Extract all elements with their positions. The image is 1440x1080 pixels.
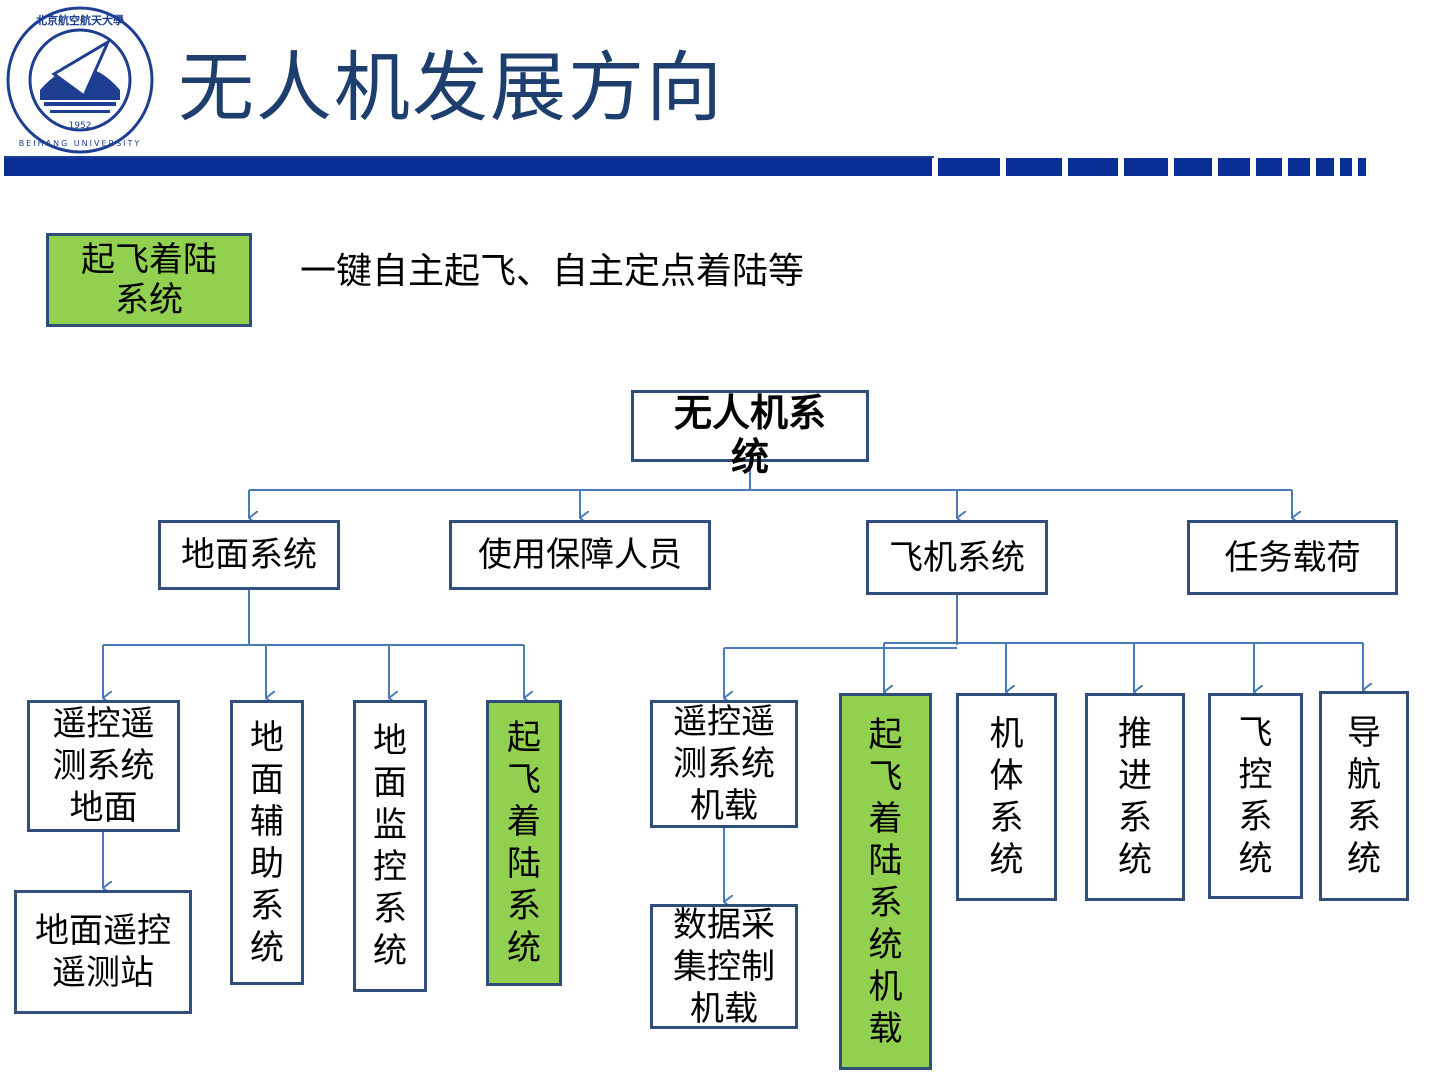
node-char: 控: [373, 847, 407, 887]
node-char: 统: [507, 928, 541, 968]
node-char: 系: [989, 798, 1024, 838]
callout-line: 起飞着陆: [81, 240, 217, 280]
node-char: 着: [868, 798, 903, 839]
callout-description: 一键自主起飞、自主定点着陆等: [300, 251, 805, 292]
callout-takeoff-landing-box: 起飞着陆 系统: [46, 233, 252, 327]
node-mission-payload: 任务载荷: [1187, 520, 1398, 595]
node-line: 遥测站: [52, 953, 154, 993]
node-tt-system-ground: 遥控遥 测系统 地面: [27, 700, 180, 832]
root-node-line: 无人机系: [673, 391, 826, 435]
node-line: 遥控遥: [673, 702, 775, 742]
node-char: 统: [373, 931, 407, 971]
rule-segment: [938, 158, 1000, 176]
node-ground-monitor-system: 地 面 监 控 系 统: [353, 700, 427, 992]
node-char: 统: [989, 840, 1024, 880]
rule-segment: [1340, 158, 1352, 176]
node-char: 系: [250, 885, 284, 926]
node-char: 统: [1238, 839, 1273, 879]
node-line: 测系统: [52, 746, 155, 786]
node-char: 航: [1347, 755, 1381, 795]
rule-segment: [1288, 158, 1310, 176]
rule-segment: [1256, 158, 1282, 176]
node-char: 地: [373, 721, 407, 761]
node-char: 辅: [250, 801, 284, 842]
node-char: 地: [250, 717, 284, 758]
node-char: 系: [373, 889, 407, 929]
node-char: 系: [1238, 797, 1273, 837]
root-node-line: 统: [730, 435, 769, 479]
node-flight-control-system: 飞 控 系 统: [1208, 693, 1303, 899]
rule-segment: [1006, 158, 1062, 176]
logo-text-top: 北京航空航天大學: [36, 13, 124, 27]
node-line: 机载: [690, 786, 758, 826]
title-rule-bar: [4, 158, 932, 176]
node-char: 系: [868, 882, 903, 923]
node-char: 陆: [507, 844, 541, 884]
node-char: 统: [868, 924, 903, 965]
node-navigation-system: 导 航 系 统: [1319, 691, 1409, 901]
node-support-personnel: 使用保障人员: [449, 520, 711, 590]
node-ground-aux-system: 地 面 辅 助 系 统: [230, 700, 304, 985]
node-takeoff-landing-ground: 起 飞 着 陆 系 统: [486, 700, 562, 986]
node-line: 集控制: [673, 946, 775, 987]
rule-segment: [1316, 158, 1334, 176]
callout-line: 系统: [115, 280, 183, 320]
node-char: 载: [868, 1008, 903, 1049]
node-airframe-system: 机 体 系 统: [956, 693, 1057, 901]
node-char: 陆: [868, 840, 903, 881]
root-node-uav-system: 无人机系 统: [631, 390, 869, 479]
beihang-logo: 1952 北京航空航天大學 BEIHANG UNIVERSITY: [6, 6, 154, 154]
node-tt-system-airborne: 遥控遥 测系统 机载: [650, 700, 798, 828]
node-char: 飞: [868, 756, 903, 797]
node-ground-station: 地面遥控 遥测站: [14, 890, 192, 1014]
node-data-acquisition-airborne: 数据采 集控制 机载: [650, 904, 798, 1029]
node-char: 飞: [1238, 713, 1273, 753]
node-char: 统: [1118, 840, 1152, 880]
logo-text-bottom: BEIHANG UNIVERSITY: [19, 139, 142, 148]
node-char: 着: [507, 802, 541, 842]
logo-year: 1952: [69, 121, 92, 131]
node-char: 面: [373, 763, 407, 803]
node-char: 推: [1118, 714, 1152, 754]
node-char: 控: [1238, 755, 1273, 795]
rule-segment: [1218, 158, 1250, 176]
node-line: 地面遥控: [35, 911, 171, 951]
node-char: 导: [1347, 713, 1381, 753]
node-char: 系: [1118, 798, 1152, 838]
rule-segment: [1068, 158, 1118, 176]
node-line: 地面: [69, 788, 138, 828]
node-char: 监: [373, 805, 407, 845]
node-char: 进: [1118, 756, 1152, 796]
node-ground-system: 地面系统: [158, 520, 340, 590]
node-char: 机: [989, 714, 1024, 754]
page-title: 无人机发展方向: [178, 43, 724, 132]
rule-segment: [1174, 158, 1212, 176]
node-char: 系: [507, 886, 541, 926]
node-char: 统: [1347, 839, 1381, 879]
rule-segment: [1124, 158, 1168, 176]
node-line: 测系统: [673, 744, 775, 784]
node-propulsion-system: 推 进 系 统: [1085, 693, 1185, 901]
node-char: 起: [868, 714, 903, 755]
node-char: 机: [868, 966, 903, 1007]
node-char: 统: [250, 927, 284, 968]
title-underline: [4, 156, 934, 158]
node-char: 系: [1347, 797, 1381, 837]
node-char: 起: [507, 718, 541, 758]
node-char: 面: [250, 759, 284, 800]
node-char: 体: [989, 756, 1024, 796]
node-aircraft-system: 飞机系统: [866, 520, 1048, 595]
node-line: 机载: [690, 988, 758, 1029]
rule-segment: [1358, 158, 1366, 176]
node-takeoff-landing-airborne: 起 飞 着 陆 系 统 机 载: [839, 693, 932, 1070]
node-char: 助: [250, 843, 284, 884]
node-line: 遥控遥: [52, 704, 155, 744]
node-char: 飞: [507, 760, 541, 800]
node-line: 数据采: [673, 904, 775, 945]
